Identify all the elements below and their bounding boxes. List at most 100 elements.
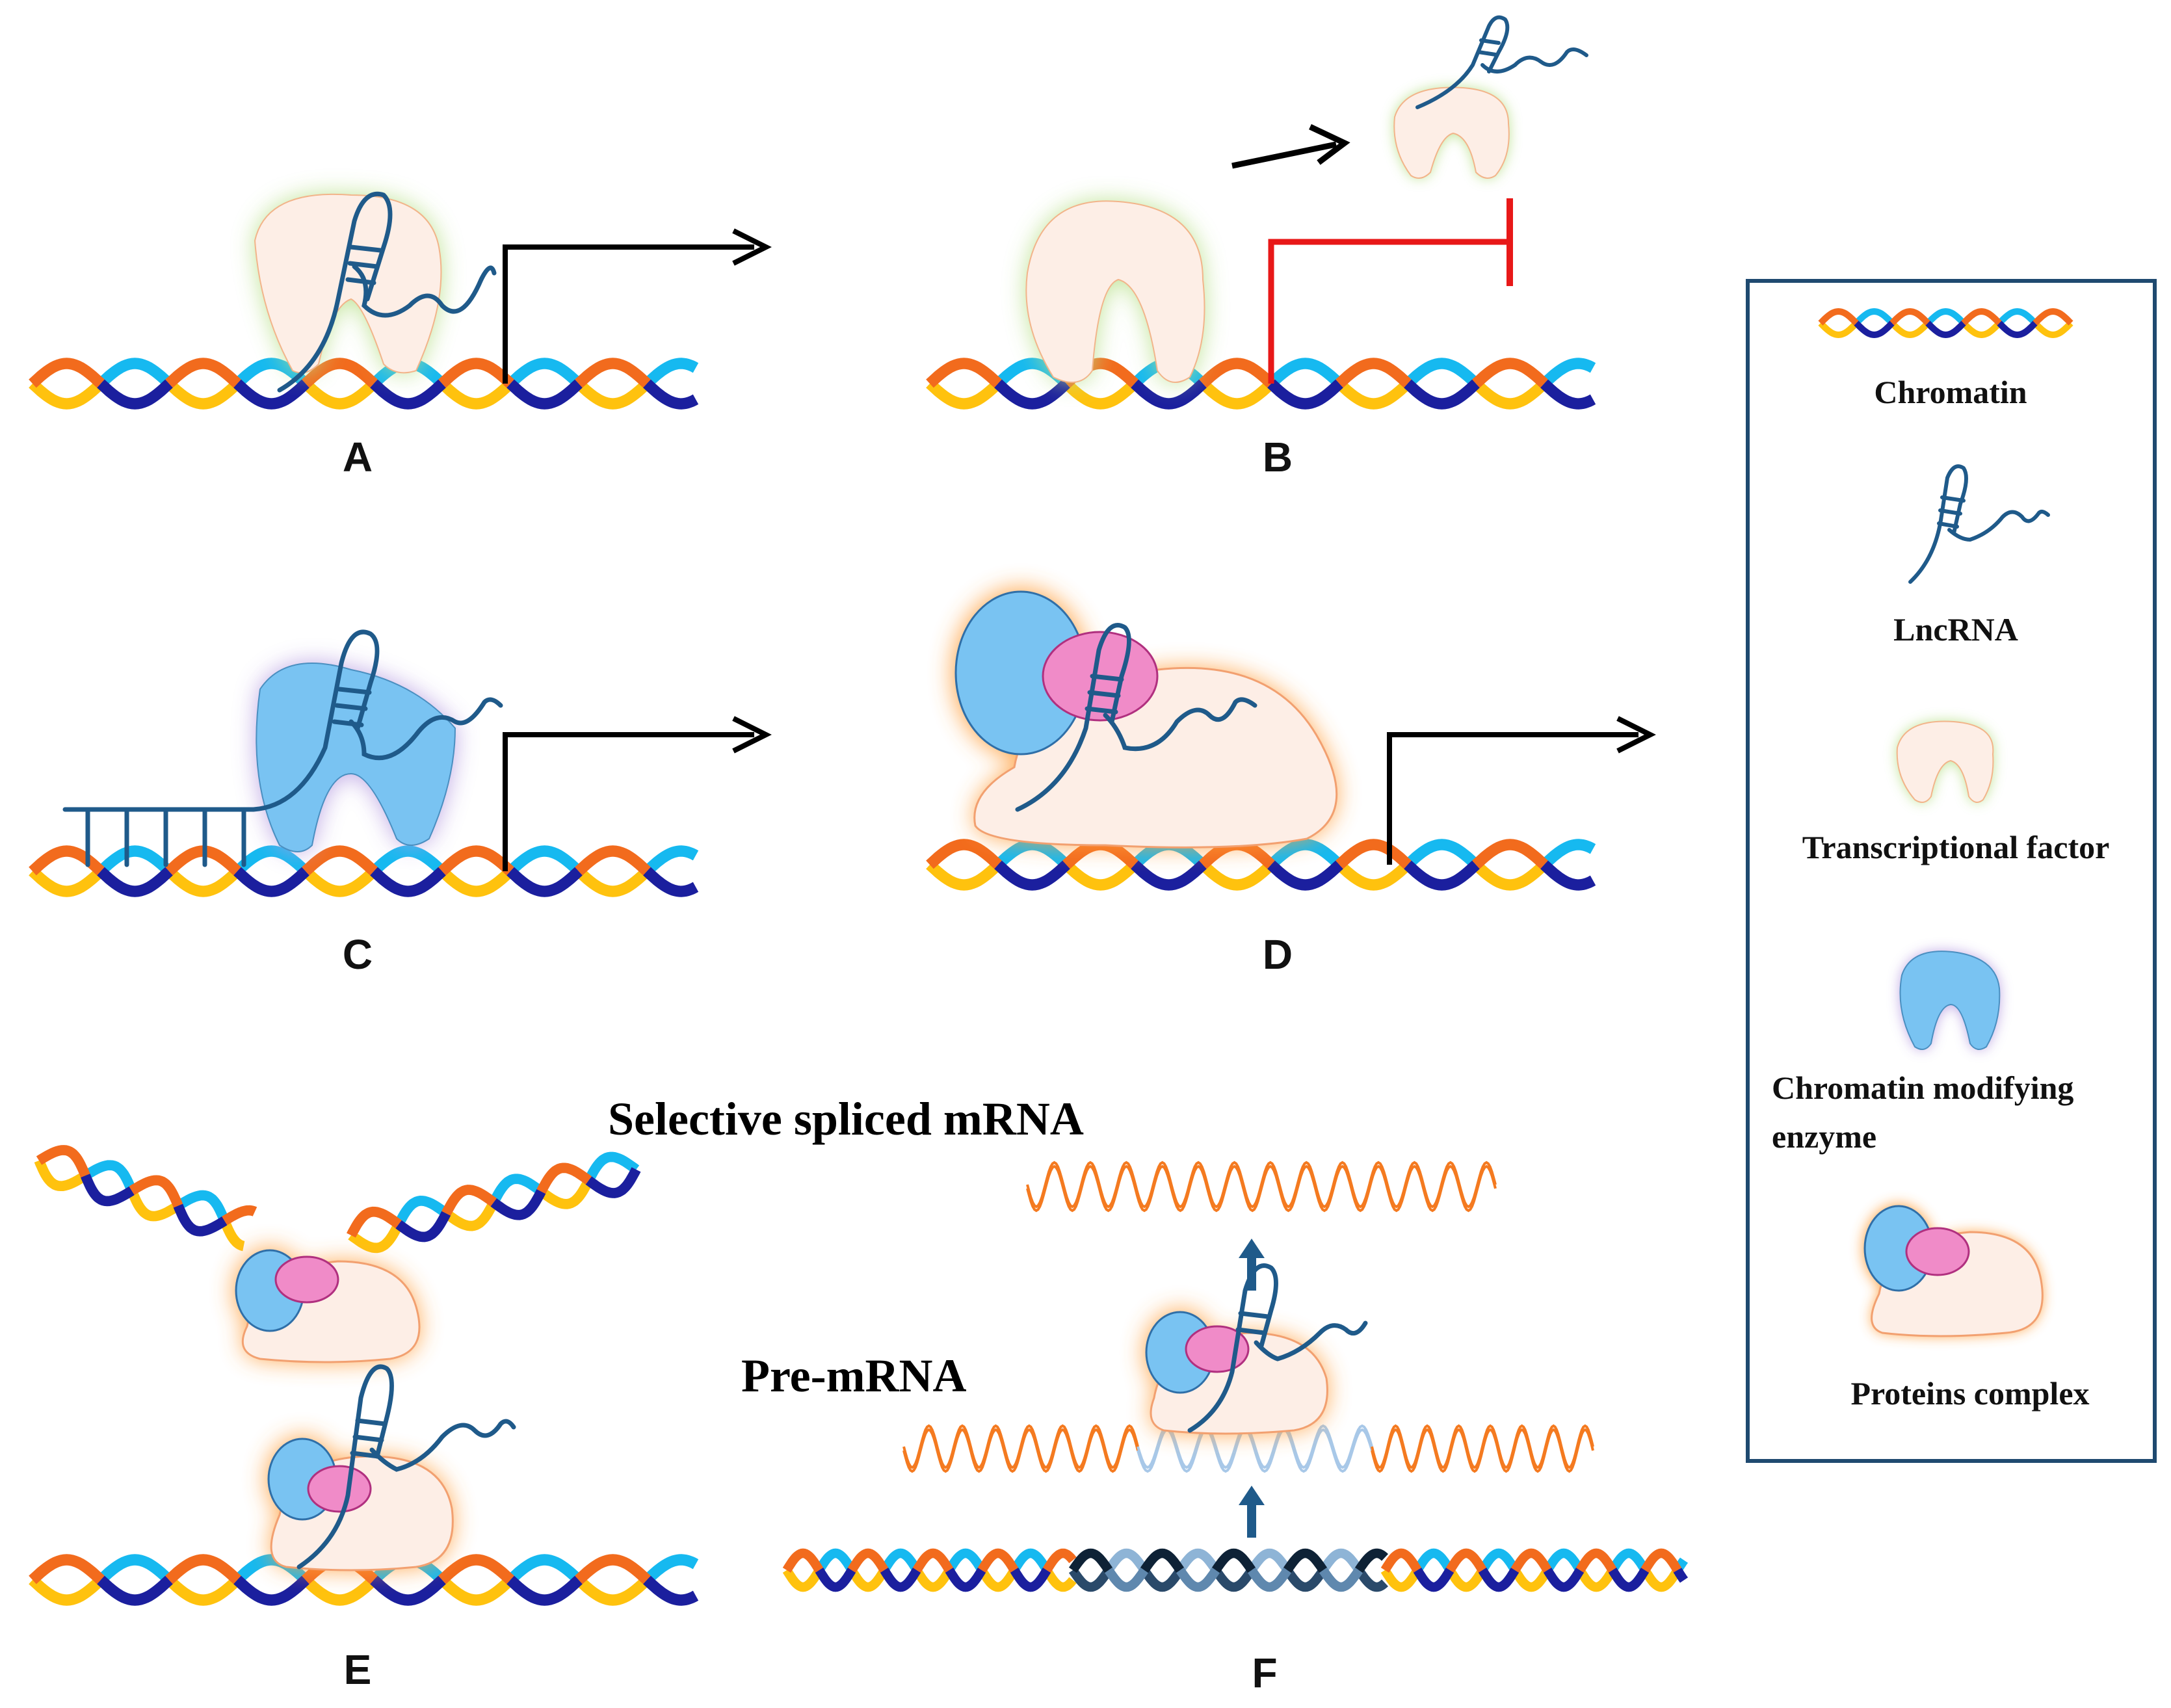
lncrna <box>1415 15 1588 109</box>
helix-strand-segment <box>1510 1568 1552 1592</box>
panel-label-e: E <box>344 1646 372 1693</box>
helix-strand-segment <box>1472 358 1548 388</box>
helix-strand-segment <box>441 1185 497 1216</box>
helix-strand-segment <box>34 1159 88 1192</box>
helix-strand-segment <box>83 1160 137 1193</box>
helix-strand-segment <box>945 1548 986 1573</box>
chromatin-helix <box>29 845 699 897</box>
helix-strand-segment <box>926 839 1002 869</box>
helix-strand-segment <box>1267 839 1343 869</box>
helix-strand-segment <box>165 358 241 388</box>
helix-strand-segment <box>489 1174 545 1205</box>
helix-strand-segment <box>1818 308 1859 326</box>
helix-strand-segment <box>1854 321 1895 339</box>
helix-strand-segment <box>97 845 173 876</box>
helix-strand-segment <box>1575 1548 1617 1573</box>
helix-strand-segment <box>36 1145 90 1178</box>
panel-label-b: B <box>1263 434 1293 480</box>
helix-strand-segment <box>394 1196 449 1227</box>
helix-strand-segment <box>1335 839 1412 869</box>
helix-strand-segment <box>395 1211 451 1242</box>
helix-strand-segment <box>912 1568 954 1592</box>
helix-strand-segment <box>233 379 309 410</box>
helix-strand-segment <box>994 839 1070 869</box>
helix-strand-segment <box>926 860 1002 891</box>
helix-strand-segment <box>29 845 105 876</box>
legend-chromatin-modifying-enzyme-icon <box>1899 951 2001 1050</box>
helix-strand-segment <box>1608 1548 1650 1573</box>
helix-strand-segment <box>1104 1548 1149 1573</box>
helix-strand-segment <box>302 358 378 388</box>
transcription-factor <box>254 193 442 374</box>
helix-strand-segment <box>1335 860 1412 891</box>
chromatin-helix-upper-left <box>34 1145 257 1252</box>
helix-strand-segment <box>507 1554 583 1584</box>
pre-mrna-label: Pre-mRNA <box>741 1350 967 1402</box>
helix-strand-segment <box>233 867 309 897</box>
helix-strand-segment <box>1267 860 1343 891</box>
helix-strand-segment <box>1404 860 1480 891</box>
helix-strand-segment <box>370 845 446 876</box>
helix-strand-segment <box>1889 321 1930 339</box>
helix-strand-segment <box>1575 1568 1617 1592</box>
panel-c: C <box>29 629 772 978</box>
helix-strand-segment <box>370 867 446 897</box>
helix-strand-segment <box>302 379 378 410</box>
helix-strand-segment <box>1283 1548 1328 1573</box>
helix-strand-segment <box>1540 839 1596 869</box>
activation-arrow <box>503 716 772 871</box>
chromatin-helix <box>926 839 1596 891</box>
helix-strand-segment <box>1199 379 1275 410</box>
helix-strand-segment <box>575 845 651 876</box>
helix-strand-segment <box>1131 379 1207 410</box>
helix-strand-segment <box>1640 1548 1682 1573</box>
helix-strand-segment <box>370 1575 446 1606</box>
helix-strand-segment <box>643 358 699 388</box>
lncrna-triplex <box>62 629 503 867</box>
lncrna <box>1187 1263 1368 1433</box>
helix-strand-segment <box>1068 1548 1113 1573</box>
panel-label-d: D <box>1263 931 1293 978</box>
helix-strand-segment <box>575 867 651 897</box>
helix-strand-segment <box>438 358 514 388</box>
mrna-wave-line <box>902 1428 1139 1473</box>
helix-strand-segment <box>1925 321 1966 339</box>
helix-strand-segment <box>29 379 105 410</box>
helix-strand-segment <box>1042 1548 1077 1573</box>
helix-strand-segment <box>1510 1548 1552 1573</box>
chromatin-helix <box>29 1554 699 1606</box>
helix-strand-segment <box>2033 308 2073 326</box>
helix-strand-segment <box>1404 358 1480 388</box>
helix-strand-segment <box>1380 1548 1422 1573</box>
gene-region-helix <box>1068 1548 1388 1592</box>
helix-strand-segment <box>438 845 514 876</box>
helix-strand-segment <box>782 1568 824 1592</box>
released-transcription-factor <box>1393 86 1510 179</box>
helix-strand-segment <box>302 1575 378 1606</box>
helix-strand-segment <box>1608 1568 1650 1592</box>
helix-strand-segment <box>1445 1568 1487 1592</box>
helix-strand-segment <box>97 1575 173 1606</box>
panel-label-f: F <box>1252 1649 1277 1696</box>
up-arrow <box>1239 1486 1265 1538</box>
chromatin-helix <box>926 358 1596 410</box>
proteins-complex-upper <box>234 1248 421 1363</box>
helix-strand-segment <box>1640 1568 1682 1592</box>
helix-strand-segment <box>926 358 1002 388</box>
helix-strand-segment <box>507 867 583 897</box>
helix-strand-segment <box>1404 839 1480 869</box>
helix-strand-segment <box>880 1568 921 1592</box>
legend-transcription-factor-icon <box>1896 720 1994 803</box>
helix-strand-segment <box>1211 1567 1256 1592</box>
helix-strand-segment <box>175 1190 230 1223</box>
helix-strand-segment <box>1319 1567 1363 1592</box>
helix-strand-segment <box>1283 1567 1328 1592</box>
helix-strand-segment <box>127 1189 181 1222</box>
helix-strand-segment <box>233 1575 309 1606</box>
helix-strand-segment <box>220 1218 245 1252</box>
helix-strand-segment <box>977 1548 1019 1573</box>
helix-strand-segment <box>1854 308 1895 326</box>
helix-strand-segment <box>1445 1548 1487 1573</box>
helix-strand-segment <box>1267 379 1343 410</box>
helix-strand-segment <box>2033 321 2073 339</box>
